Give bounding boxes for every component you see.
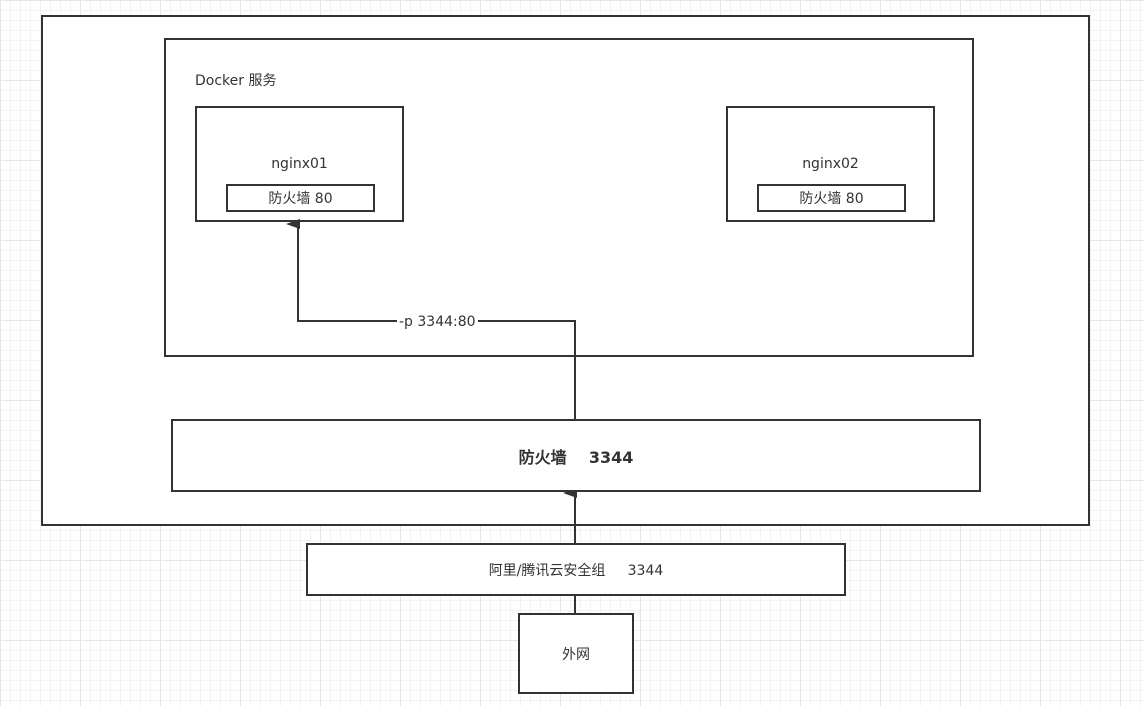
nginx01-firewall-box: 防火墙 80	[226, 184, 375, 212]
nginx02-title: nginx02	[802, 156, 859, 172]
port-mapping-label: -p 3344:80	[397, 313, 478, 331]
nginx01-container-box: nginx01 防火墙 80	[195, 106, 404, 222]
nginx02-container-box: nginx02 防火墙 80	[726, 106, 935, 222]
host-firewall-box: 防火墙 3344	[171, 419, 981, 492]
docker-service-label: Docker 服务	[195, 73, 277, 89]
external-network-box: 外网	[518, 613, 634, 694]
nginx02-firewall-box: 防火墙 80	[757, 184, 906, 212]
nginx01-title: nginx01	[271, 156, 328, 172]
cloud-security-group-box: 阿里/腾讯云安全组 3344	[306, 543, 846, 596]
